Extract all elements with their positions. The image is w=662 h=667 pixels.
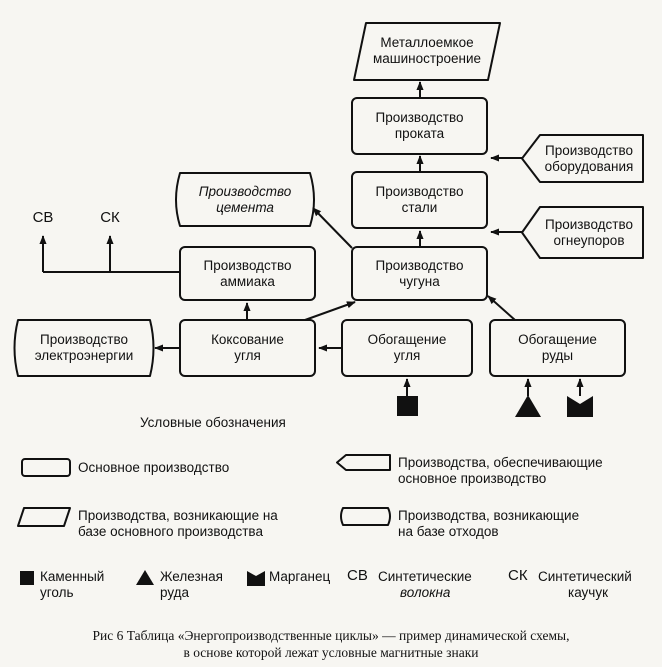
legend-manganese-label: Марганец bbox=[269, 569, 331, 584]
legend-sk-code: СК bbox=[508, 567, 528, 584]
legend-sk-label: Синтетический каучук bbox=[538, 569, 632, 601]
node-power-shape bbox=[13, 319, 155, 377]
legend-coal-label: Каменный уголь bbox=[40, 569, 104, 601]
node-equipment-line1: Производство bbox=[544, 143, 634, 158]
legend-derived-waste-line1: Производства, возникающие bbox=[398, 508, 580, 523]
node-coal-enrich: Обогащение угля bbox=[342, 332, 472, 364]
node-coking-line1: Коксование bbox=[211, 332, 284, 347]
output-sk-label: СК bbox=[100, 209, 120, 226]
node-rolling-line1: Производство bbox=[375, 110, 464, 125]
node-equipment: Производство оборудования bbox=[535, 143, 643, 175]
node-refractory: Производство огнеупоров bbox=[535, 217, 643, 249]
legend-derived-waste-label: Производства, возникающие на базе отходо… bbox=[398, 508, 579, 540]
node-iron-line2: чугуна bbox=[399, 274, 440, 289]
node-ore-enrich: Обогащение руды bbox=[490, 332, 625, 364]
legend-ore-symbol bbox=[136, 570, 154, 585]
legend-ore-label: Железная руда bbox=[160, 569, 223, 601]
node-equipment-line2: оборудования bbox=[544, 159, 634, 174]
node-power: Производство электроэнергии bbox=[14, 332, 154, 364]
coal-symbol bbox=[397, 396, 418, 416]
node-power-line1: Производство bbox=[39, 332, 129, 347]
node-cement: Производство цемента bbox=[180, 184, 310, 216]
node-ammonia-shape bbox=[179, 246, 316, 301]
node-coking-line2: угля bbox=[234, 348, 261, 363]
node-iron-line1: Производство bbox=[375, 258, 464, 273]
node-refractory-shape bbox=[521, 206, 644, 259]
node-cement-line2: цемента bbox=[216, 200, 274, 215]
legend-title: Условные обозначения bbox=[140, 415, 286, 430]
legend-sv-line2: волокна bbox=[400, 585, 451, 600]
node-metal-shape bbox=[353, 22, 501, 81]
node-coking: Коксование угля bbox=[180, 332, 315, 364]
node-metal-line1: Металлоемкое bbox=[380, 35, 474, 50]
legend-coal-line1: Каменный bbox=[40, 569, 105, 584]
legend-sv-label: Синтетические волокна bbox=[378, 569, 472, 601]
node-cement-line1: Производство bbox=[198, 184, 292, 199]
legend-main-label: Основное производство bbox=[78, 460, 230, 475]
arrow-iron-to-cement bbox=[312, 207, 353, 249]
legend-supporting-line1: Производства, обеспечивающие bbox=[398, 455, 603, 470]
legend-ore-line1: Железная bbox=[160, 569, 223, 584]
legend-ore-line2: руда bbox=[160, 585, 190, 600]
legend-sv-code: СВ bbox=[347, 567, 368, 584]
node-ammonia-line2: аммиака bbox=[220, 274, 275, 289]
node-metal-line2: машиностроение bbox=[372, 51, 482, 66]
node-power-line2: электроэнергии bbox=[34, 348, 134, 363]
legend-sk-line2: каучук bbox=[568, 585, 608, 600]
legend-derived-main-shape bbox=[17, 507, 71, 527]
legend-derived-main-line2: базе основного производства bbox=[78, 524, 263, 539]
node-rolling-line2: проката bbox=[394, 126, 445, 141]
legend-supporting-label: Производства, обеспечивающие основное пр… bbox=[398, 455, 603, 487]
figure-caption-line1: Рис 6 Таблица «Энергопроизводственные ци… bbox=[92, 628, 570, 643]
node-refractory-line2: огнеупоров bbox=[553, 233, 625, 248]
legend-derived-waste-line2: на базе отходов bbox=[398, 524, 499, 539]
legend-derived-main-line1: Производства, возникающие на bbox=[78, 508, 278, 523]
node-metal: Металлоемкое машиностроение bbox=[358, 35, 496, 67]
legend-manganese-symbol bbox=[247, 571, 265, 586]
legend-sv-line1: Синтетические bbox=[378, 569, 472, 584]
ore-symbol bbox=[515, 395, 541, 417]
arrow-coking-to-iron bbox=[304, 301, 356, 321]
node-steel-line2: стали bbox=[401, 200, 438, 215]
legend-coal-symbol bbox=[20, 571, 34, 585]
manganese-symbol bbox=[567, 396, 593, 417]
node-coal-enrich-line1: Обогащение bbox=[367, 332, 447, 347]
node-coal-enrich-line2: угля bbox=[393, 348, 421, 363]
node-iron: Производство чугуна bbox=[352, 258, 487, 290]
node-ore-enrich-line2: руды bbox=[541, 348, 574, 363]
node-cement-shape bbox=[175, 172, 315, 227]
arrow-ore-to-iron bbox=[487, 295, 516, 321]
legend-derived-waste-shape bbox=[340, 507, 391, 526]
node-ore-enrich-shape bbox=[489, 319, 626, 377]
legend-derived-main-label: Производства, возникающие на базе основн… bbox=[78, 508, 278, 540]
node-steel-line1: Производство bbox=[375, 184, 464, 199]
node-steel: Производство стали bbox=[352, 184, 487, 216]
figure-caption-line2: в основе которой лежат условные магнитны… bbox=[183, 645, 479, 660]
legend-supporting-shape bbox=[336, 454, 391, 471]
node-ore-enrich-line1: Обогащение bbox=[518, 332, 597, 347]
legend-coal-line2: уголь bbox=[40, 585, 74, 600]
node-refractory-line1: Производство bbox=[544, 217, 634, 232]
node-ammonia-line1: Производство bbox=[203, 258, 292, 273]
figure-caption: Рис 6 Таблица «Энергопроизводственные ци… bbox=[0, 627, 662, 661]
node-equipment-shape bbox=[521, 134, 644, 183]
node-rolling: Производство проката bbox=[352, 110, 487, 142]
legend-main-shape bbox=[21, 458, 71, 477]
legend-sk-line1: Синтетический bbox=[538, 569, 632, 584]
output-sv-label: СВ bbox=[32, 209, 54, 226]
node-ammonia: Производство аммиака bbox=[180, 258, 315, 290]
legend-supporting-line2: основное производство bbox=[398, 471, 547, 486]
